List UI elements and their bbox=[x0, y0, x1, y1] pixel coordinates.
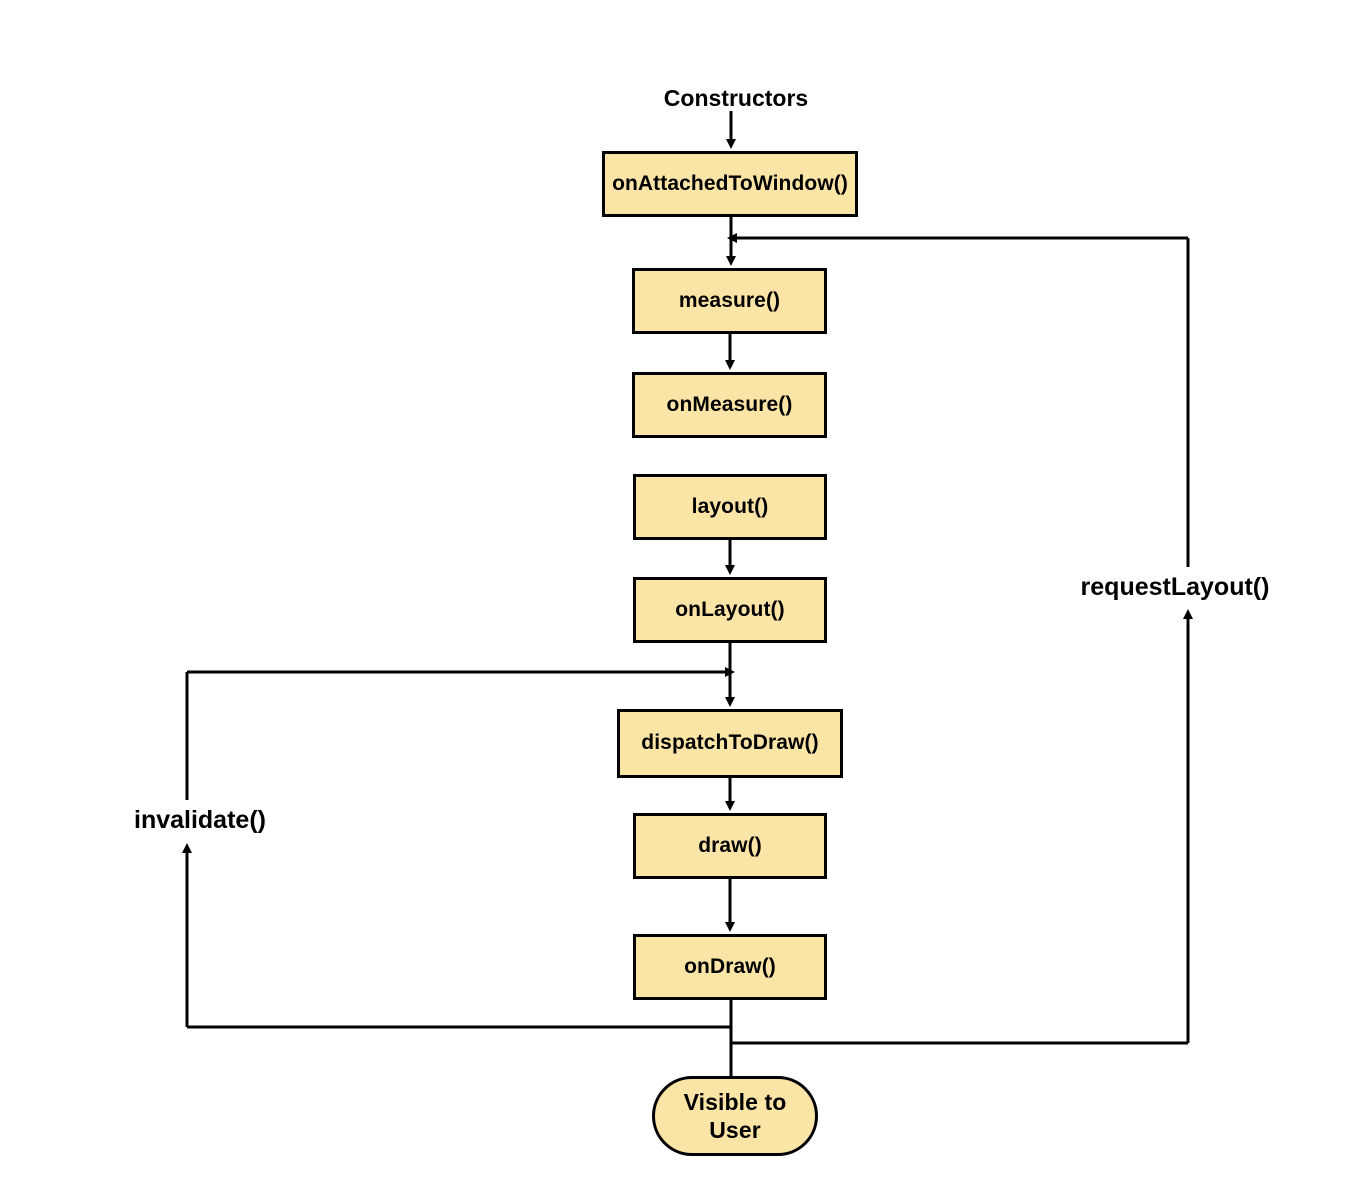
node-dispatch-to-draw[interactable]: dispatchToDraw() bbox=[617, 709, 843, 778]
edge-invalidate-loop bbox=[182, 667, 735, 1029]
node-draw[interactable]: draw() bbox=[633, 813, 827, 879]
node-on-draw[interactable]: onDraw() bbox=[633, 934, 827, 1000]
edge-label-request-layout: requestLayout() bbox=[1080, 573, 1270, 601]
node-measure[interactable]: measure() bbox=[632, 268, 827, 334]
node-visible-to-user[interactable]: Visible to User bbox=[652, 1076, 818, 1156]
entry-label-constructors: Constructors bbox=[663, 85, 809, 111]
edge-requestlayout-loop bbox=[727, 233, 1193, 1045]
node-on-measure[interactable]: onMeasure() bbox=[632, 372, 827, 438]
node-on-attached-to-window[interactable]: onAttachedToWindow() bbox=[602, 151, 858, 217]
node-layout[interactable]: layout() bbox=[633, 474, 827, 540]
node-on-layout[interactable]: onLayout() bbox=[633, 577, 827, 643]
edge-label-invalidate: invalidate() bbox=[134, 806, 266, 834]
